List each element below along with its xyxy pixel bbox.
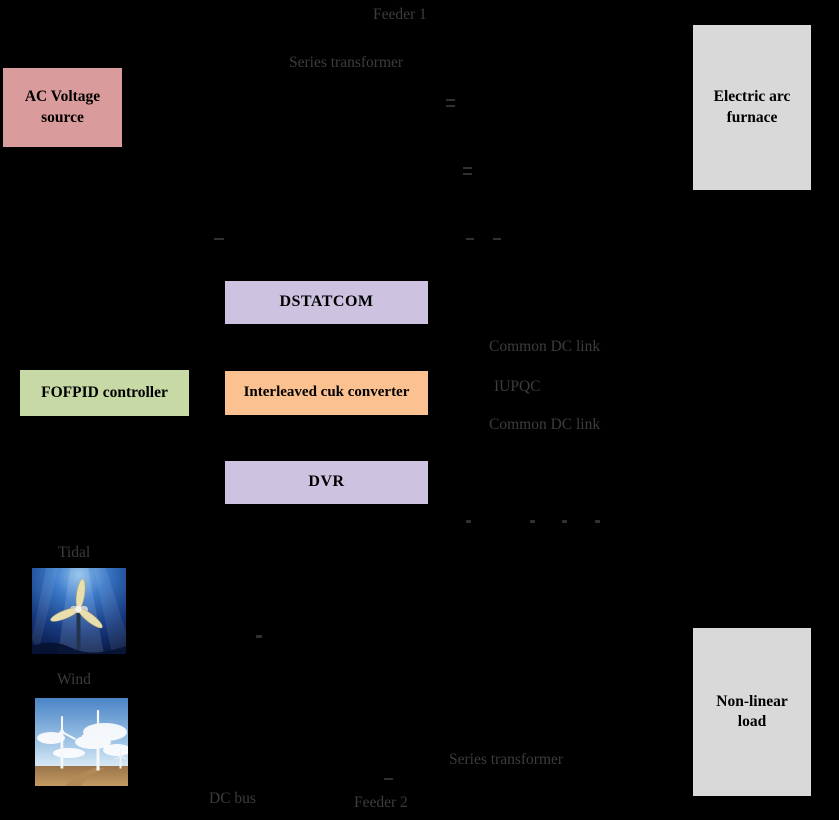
- wind-turbine: [81, 709, 115, 771]
- ac-voltage-source-block: AC Voltage source: [3, 68, 122, 147]
- fofpid-controller-block: FOFPID controller: [20, 370, 189, 416]
- feeder-1-label: Feeder 1: [373, 6, 427, 23]
- faint-circuit-mark: [256, 635, 262, 638]
- dvr-block: DVR: [225, 461, 428, 504]
- series-transformer-top-label: Series transformer: [289, 54, 404, 71]
- wind-turbine: [114, 748, 127, 769]
- faint-circuit-mark: [562, 520, 567, 523]
- common-dc-link-top-label: Common DC link: [489, 338, 601, 355]
- faint-circuit-mark: [530, 520, 535, 523]
- faint-circuit-mark: [595, 520, 600, 523]
- faint-circuit-mark: [493, 238, 501, 240]
- faint-circuit-mark: [446, 99, 455, 107]
- faint-circuit-mark: [463, 167, 472, 175]
- faint-circuit-mark: [466, 238, 474, 240]
- wind-turbine: [48, 716, 76, 769]
- wind-label: Wind: [57, 671, 91, 688]
- faint-circuit-mark: [214, 238, 224, 240]
- non-linear-load-block: Non-linear load: [693, 628, 811, 796]
- common-dc-link-bottom-label: Common DC link: [489, 416, 601, 433]
- iupqc-label: IUPQC: [494, 378, 541, 395]
- tidal-label: Tidal: [58, 544, 91, 561]
- tidal-turbine-photo: [32, 568, 126, 654]
- dstatcom-block: DSTATCOM: [225, 281, 428, 324]
- faint-circuit-mark: [466, 520, 471, 523]
- tidal-turbine: [50, 579, 103, 650]
- dc-bus-label: DC bus: [209, 790, 256, 807]
- series-transformer-bottom-label: Series transformer: [449, 751, 564, 768]
- faint-circuit-mark: [384, 778, 393, 780]
- wind-turbines-photo: [35, 698, 128, 786]
- feeder-2-label: Feeder 2: [354, 794, 408, 811]
- interleaved-cuk-converter-block: Interleaved cuk converter: [225, 371, 428, 415]
- electric-arc-furnace-block: Electric arc furnace: [693, 25, 811, 190]
